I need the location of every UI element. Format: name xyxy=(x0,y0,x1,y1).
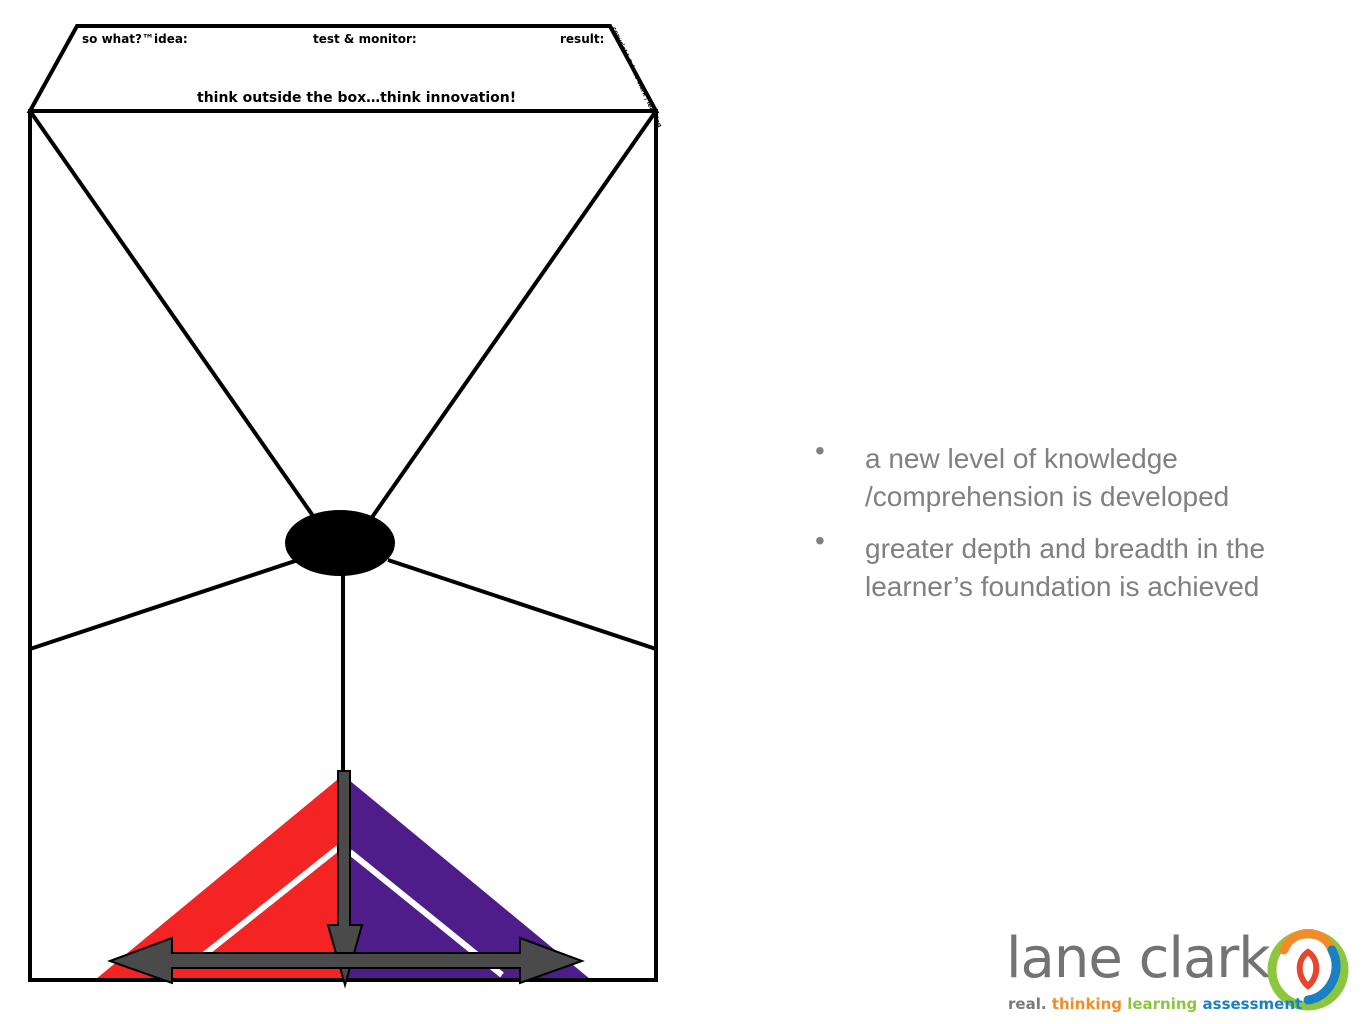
inner-line-left xyxy=(198,845,340,961)
spoke-upper-right xyxy=(366,109,658,525)
innovation-box-diagram: so what?™idea: test & monitor: result: t… xyxy=(26,24,663,989)
spoke-lower-right xyxy=(387,558,657,651)
logo-name: lane clark xyxy=(1006,926,1271,991)
header-so-what-idea: so what?™idea: xyxy=(82,32,188,46)
right-triangle xyxy=(343,775,590,979)
logo-tagline: real. thinking learning assessment xyxy=(1008,995,1302,1013)
spoke-lower-left xyxy=(29,558,299,651)
tagline-part-assessment: assessment xyxy=(1202,995,1303,1013)
lane-clark-logo: lane clark real. thinking learning asses… xyxy=(1000,915,1360,1020)
spoke-upper-left xyxy=(28,109,320,525)
double-headed-arrow xyxy=(107,936,585,985)
box-lid xyxy=(26,24,660,113)
bullet-list: • a new level of knowledge /comprehensio… xyxy=(815,435,1295,620)
bullet-item: • a new level of knowledge /comprehensio… xyxy=(815,435,1295,516)
bullet-text: greater depth and breadth in the learner… xyxy=(865,533,1266,602)
bullet-dot-icon: • xyxy=(815,435,825,466)
bullet-item: • greater depth and breadth in the learn… xyxy=(815,525,1295,606)
tagline-part-thinking: thinking xyxy=(1051,995,1122,1013)
tagline-part-learning: learning xyxy=(1127,995,1198,1013)
center-node xyxy=(285,510,395,576)
header-test-monitor: test & monitor: xyxy=(313,32,417,46)
trinity-knot-icon xyxy=(1267,929,1349,1011)
bullet-dot-icon: • xyxy=(815,525,825,556)
bullet-text: a new level of knowledge /comprehension … xyxy=(865,443,1230,512)
header-tagline: think outside the box…think innovation! xyxy=(197,90,516,106)
tagline-part-real: real. xyxy=(1008,995,1047,1013)
header-result: result: xyxy=(560,32,604,46)
left-triangle xyxy=(96,775,343,979)
